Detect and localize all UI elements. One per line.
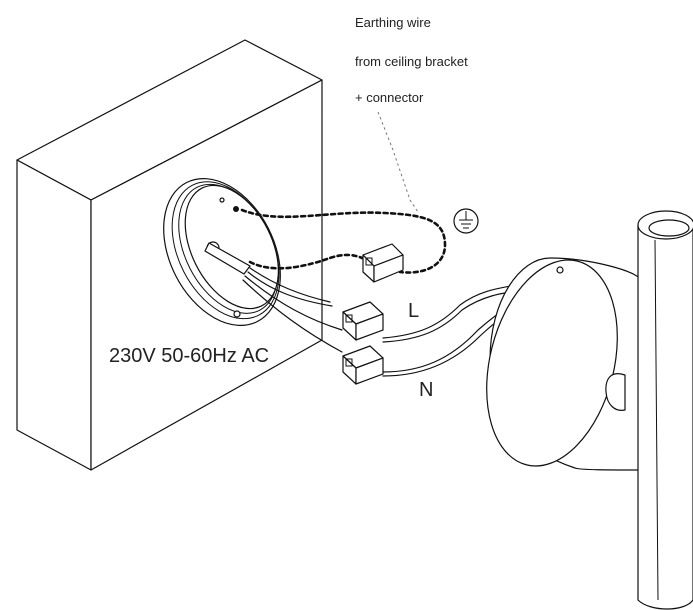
supply-wire-2 (244, 275, 343, 331)
cable-sheath (204, 242, 251, 275)
bracket-lower-hole (233, 310, 241, 318)
earth-wire-lower (248, 253, 364, 270)
canopy-side-slot (605, 373, 626, 411)
live-connector (342, 301, 384, 341)
lamp-live-wire-b (382, 289, 523, 343)
box-left-face (16, 159, 92, 471)
earthing-annotation: Earthing wire from ceiling bracket + con… (355, 15, 468, 105)
supply-wire-1b (247, 271, 333, 307)
earth-ground-icon (453, 208, 479, 234)
lamp-tube (637, 210, 693, 610)
annotation-line-2: from ceiling bracket (355, 54, 468, 69)
bracket-top-hole (219, 197, 225, 203)
annotation-line-1: Earthing wire (355, 15, 431, 30)
annotation-leader-line (377, 111, 419, 213)
live-connector-port (345, 314, 353, 323)
neutral-label: N (419, 379, 433, 401)
annotation-line-3: + connector (355, 90, 424, 105)
live-connector-front (355, 313, 384, 341)
neutral-connector-port (345, 358, 353, 367)
supply-cable (204, 242, 343, 353)
live-label: L (408, 300, 419, 322)
earth-wire-upper (240, 208, 447, 274)
voltage-label: 230V 50-60Hz AC (109, 345, 269, 367)
earth-connector-port (365, 257, 373, 266)
tube-edge-line (654, 239, 659, 601)
earth-connector-front (373, 254, 404, 283)
tube-body (637, 224, 693, 610)
earth-icon-circle (453, 208, 479, 234)
bracket-earth-screw (233, 206, 239, 212)
lamp-canopy (486, 257, 641, 471)
tube-top-inner (648, 219, 690, 237)
canopy-screw-hole (556, 266, 564, 274)
neutral-connector-front (355, 357, 384, 385)
supply-wire-3 (242, 279, 343, 353)
earth-connector (362, 243, 404, 283)
neutral-connector (342, 345, 384, 385)
lamp-live-wire (382, 283, 523, 339)
supply-wire-1 (249, 267, 331, 303)
